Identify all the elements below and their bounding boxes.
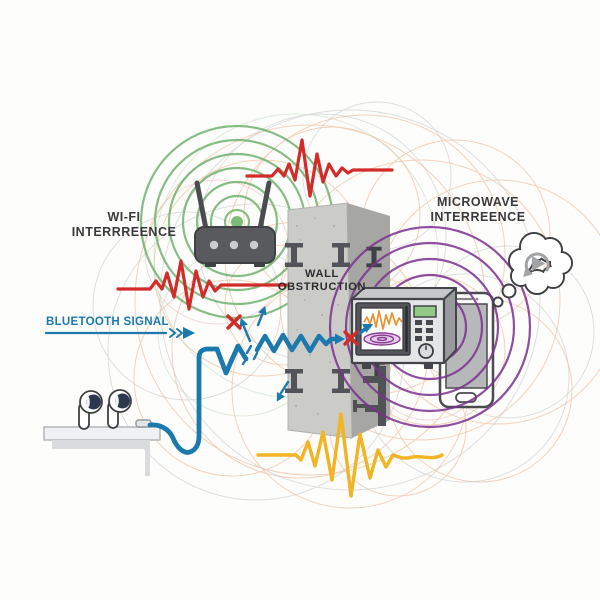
microwave-label-line2: INTERREENCE	[430, 210, 526, 224]
microwave-display	[413, 305, 437, 318]
bluetooth-label-text: BLUETOOTH SIGNAL	[46, 316, 169, 328]
table-leg	[145, 449, 150, 476]
noise-wave-bottom	[256, 412, 444, 498]
bubble-trail-small	[492, 296, 504, 308]
router-foot	[254, 263, 265, 267]
wifi-label-line1: WI-FI	[107, 210, 141, 224]
wifi-interference-label: WI-FI INTERRREENCE	[72, 210, 177, 240]
wall-front-face	[287, 202, 353, 439]
signal-zigzag	[254, 332, 339, 354]
phone-home-button	[455, 392, 477, 403]
router-antenna-right	[257, 180, 272, 232]
rotating-plate	[363, 332, 401, 346]
interference-wave-top	[245, 138, 394, 198]
blocked-x-marks	[226, 314, 359, 346]
router-foot	[205, 263, 216, 267]
microwave-knob	[418, 343, 434, 359]
thought-bubble-icon	[492, 232, 573, 308]
arrow-icon	[258, 305, 267, 316]
microwave-icon	[350, 287, 457, 369]
scatter-arrow-down	[279, 380, 290, 395]
wifi-interference-waves	[116, 138, 394, 311]
microwave-label-line1: MICROWAVE	[436, 195, 520, 209]
signal-arrow-into-microwave	[358, 327, 367, 335]
microwave-side-face	[443, 287, 457, 364]
phone-camera-dot	[475, 297, 479, 301]
microwave-noise-wave	[363, 310, 403, 330]
signal-breakup-dashes	[241, 344, 259, 366]
microwave-interference-label: MICROWAVE INTERREENCE	[430, 195, 525, 225]
microwave-foot	[424, 363, 433, 369]
earbud-right-icon	[107, 389, 132, 429]
arrow-icon	[239, 317, 248, 328]
wall-label-line1: WALL	[305, 268, 339, 280]
microwave-buttons	[415, 320, 433, 341]
interference-wave-left	[116, 259, 290, 311]
table-apron	[52, 440, 150, 449]
router-leds	[209, 240, 259, 250]
router-icon	[194, 180, 276, 267]
microwave-top-face	[351, 287, 457, 300]
router-antenna-left	[194, 180, 209, 232]
scatter-arrow-up	[242, 325, 252, 343]
wall-label-line2: OBSTRUCTION	[277, 281, 367, 294]
bluetooth-signal-path	[44, 305, 374, 455]
x-mark-icon	[343, 330, 359, 346]
earbud-left-icon	[78, 390, 103, 430]
arrow-icon	[183, 327, 195, 339]
earbuds-table	[43, 419, 161, 476]
table-top	[43, 426, 161, 441]
arrow-icon	[362, 323, 374, 333]
arrow-icon	[276, 392, 285, 402]
label-chevrons	[169, 328, 183, 338]
wifi-label-line2: INTERRREENCE	[71, 225, 177, 239]
signal-cable	[147, 343, 249, 455]
bubble-trail-large	[501, 283, 517, 299]
scatter-arrow-up-2	[256, 313, 264, 327]
wifi-center-dot	[231, 216, 243, 228]
wall-obstruction-label: WALL OBSTRUCTION	[278, 268, 366, 294]
bluetooth-signal-label: BLUETOOTH SIGNAL	[46, 316, 169, 330]
microwave-foot	[362, 363, 371, 369]
arrow-icon	[335, 333, 345, 345]
replay-icon	[523, 252, 550, 277]
x-mark-icon	[226, 314, 242, 330]
mount-clamp-icon	[353, 366, 386, 426]
